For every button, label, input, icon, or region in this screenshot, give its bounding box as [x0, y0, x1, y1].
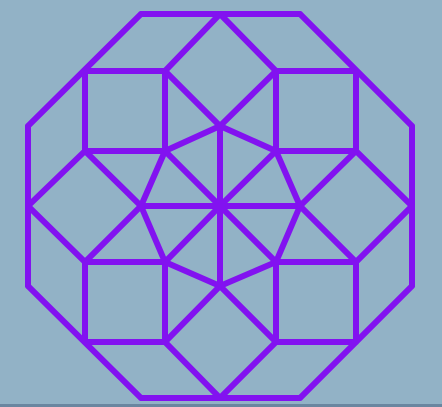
edge-line [217, 283, 279, 345]
edge-line [217, 203, 279, 265]
edge-line [162, 203, 223, 265]
edge-line [297, 203, 359, 265]
edge-line [297, 148, 359, 209]
edge-line [217, 68, 279, 129]
edge-line [217, 123, 279, 154]
edge-line [138, 148, 168, 209]
edge-line [138, 203, 168, 265]
edge-line [217, 339, 279, 401]
edge-line [25, 148, 88, 209]
edge-line [82, 203, 144, 265]
edge-line [353, 203, 415, 265]
edge-line [217, 148, 279, 209]
edge-line [162, 123, 223, 154]
edge-line [82, 148, 144, 209]
edge-line [162, 11, 223, 74]
edge-line [273, 203, 303, 265]
edge-line [162, 148, 223, 209]
edge-line [217, 11, 279, 74]
edges-group [25, 11, 415, 401]
bottom-edge-strip [0, 404, 442, 407]
edge-line [217, 259, 279, 289]
edge-line [25, 203, 88, 265]
edge-line [162, 68, 223, 129]
edge-line [273, 148, 303, 209]
edge-line [162, 339, 223, 401]
edge-line [353, 148, 415, 209]
edge-line [162, 283, 223, 345]
edge-line [162, 259, 223, 289]
